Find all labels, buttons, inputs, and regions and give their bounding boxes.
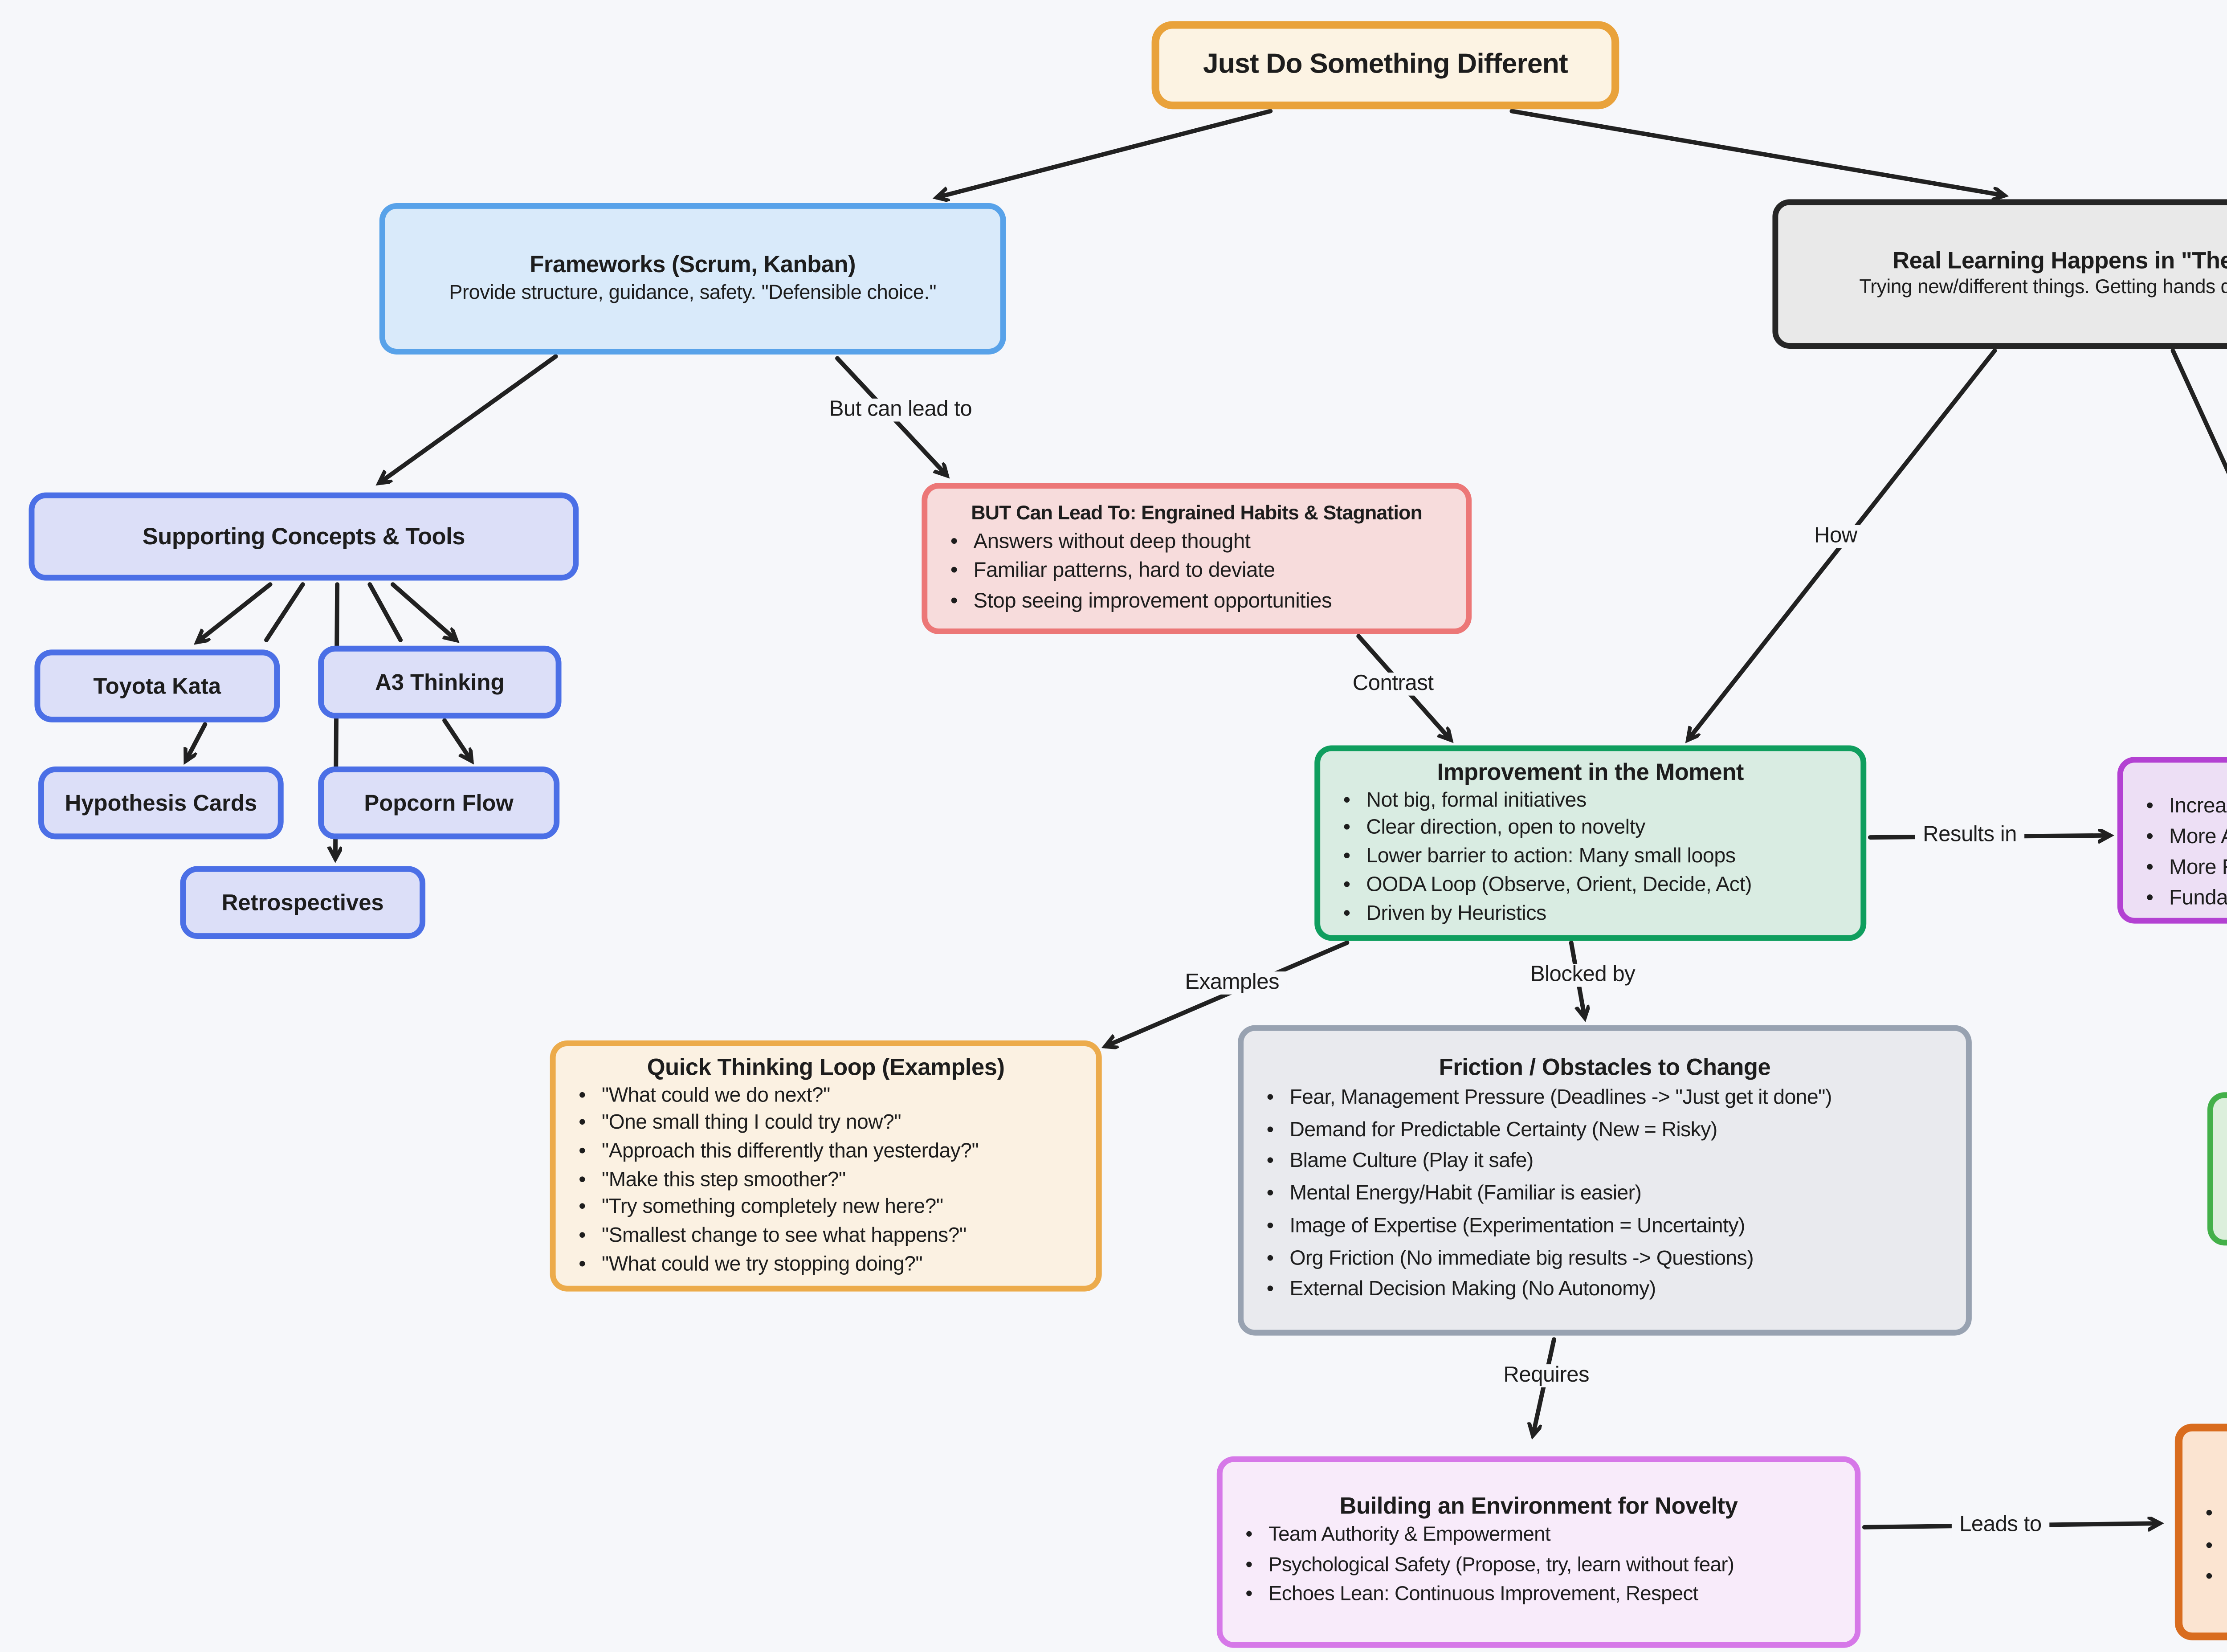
node-title: Quick Thinking Loop (Examples) bbox=[647, 1053, 1005, 1080]
node-bullets: Even successful, don't stagnate Failures… bbox=[2213, 1139, 2227, 1227]
edge-label-examples: Examples bbox=[1177, 971, 1287, 995]
bullet-item: Team Authority & Empowerment bbox=[1223, 1522, 1855, 1552]
node-novelty-environment[interactable]: Building an Environment for Novelty Team… bbox=[1216, 1456, 1861, 1648]
edge-a3-popcorn-flow bbox=[442, 718, 471, 761]
bullet-item: Clear direction, open to novelty bbox=[1320, 815, 1860, 844]
node-label: Hypothesis Cards bbox=[65, 789, 257, 816]
node-subtitle: Trying new/different things. Getting han… bbox=[1859, 277, 2227, 298]
node-root[interactable]: Just Do Something Different bbox=[1151, 21, 1619, 110]
bullet-item: "Approach this differently than yesterda… bbox=[556, 1138, 1096, 1166]
bullet-item: External Decision Making (No Autonomy) bbox=[1244, 1275, 1966, 1307]
bullet-item: "Smallest change to see what happens?" bbox=[556, 1223, 1096, 1251]
bullet-item: "What could we try stopping doing?" bbox=[556, 1251, 1096, 1279]
node-bullets: Real learning/adaptability via small, di… bbox=[2182, 1499, 2227, 1594]
node-stagnation[interactable]: BUT Can Lead To: Engrained Habits & Stag… bbox=[922, 483, 1472, 634]
bullet-item: "What could we do next?" bbox=[556, 1082, 1096, 1110]
bullet-item: Build Intuitive Understanding & Adaptabi… bbox=[2213, 1198, 2227, 1227]
node-title: Real Learning Happens in "The Doing" bbox=[1893, 246, 2227, 273]
node-bullets: Increased Speed of Learning More Adaptab… bbox=[2123, 794, 2227, 915]
node-bullets: Fear, Management Pressure (Deadlines -> … bbox=[1244, 1082, 1966, 1307]
bullet-item: Driven by Heuristics bbox=[1320, 900, 1860, 929]
node-frameworks[interactable]: Frameworks (Scrum, Kanban) Provide struc… bbox=[379, 203, 1006, 355]
node-improvement[interactable]: Improvement in the Moment Not big, forma… bbox=[1314, 745, 1867, 941]
bullet-item: Increased Speed of Learning bbox=[2123, 794, 2227, 824]
bullet-item: Even successful, don't stagnate bbox=[2213, 1139, 2227, 1168]
bullet-item: OODA Loop (Observe, Orient, Decide, Act) bbox=[1320, 872, 1860, 900]
bullet-item: More Adaptable Team bbox=[2123, 824, 2227, 855]
node-title: Supporting Concepts & Tools bbox=[142, 522, 465, 549]
bullet-item: "Try something completely new here?" bbox=[556, 1195, 1096, 1223]
node-conclusion[interactable]: Conclusion: Just Start Doing Things Diff… bbox=[2174, 1424, 2227, 1640]
node-toyota-kata[interactable]: Toyota Kata bbox=[34, 649, 280, 722]
bullet-item: Org Friction (No immediate big results -… bbox=[1244, 1243, 1966, 1275]
node-a3-thinking[interactable]: A3 Thinking bbox=[318, 645, 562, 719]
node-bullets: Not big, formal initiatives Clear direct… bbox=[1320, 787, 1860, 928]
node-title: Frameworks (Scrum, Kanban) bbox=[530, 251, 856, 278]
edge-label-how: How bbox=[1806, 525, 1865, 548]
bullet-item: Answers without deep thought bbox=[927, 528, 1466, 558]
node-bullets: Team Authority & Empowerment Psychologic… bbox=[1223, 1522, 1855, 1611]
edge-label-but-can-lead-to: But can lead to bbox=[821, 398, 980, 422]
bullet-item: Familiar patterns, hard to deviate bbox=[927, 558, 1466, 588]
node-title: Building an Environment for Novelty bbox=[1339, 1493, 1738, 1520]
bullet-item: More Resilient bbox=[2123, 855, 2227, 885]
bullet-item: Real learning/adaptability via small, di… bbox=[2182, 1499, 2227, 1530]
edge-supporting-toyota-kata bbox=[197, 582, 273, 642]
bullet-item: Mental Energy/Habit (Familiar is easier) bbox=[1244, 1179, 1966, 1211]
node-subtitle: Provide structure, guidance, safety. "De… bbox=[449, 281, 937, 305]
bullet-item: Stop seeing improvement opportunities bbox=[927, 588, 1466, 618]
bullet-item: Image of Expertise (Experimentation = Un… bbox=[1244, 1211, 1966, 1243]
node-root-label: Just Do Something Different bbox=[1203, 49, 1568, 81]
bullet-item: Fear, Management Pressure (Deadlines -> … bbox=[1244, 1082, 1966, 1114]
node-title: Continuous Payoff / Benefits bbox=[2123, 765, 2227, 794]
node-title: Conclusion: Just Start Doing Things Diff… bbox=[2182, 1470, 2227, 1499]
node-popcorn-flow[interactable]: Popcorn Flow bbox=[318, 766, 560, 840]
edge-supporting-a3-2 bbox=[367, 582, 403, 642]
bullet-item: Echoes Lean: Continuous Improvement, Res… bbox=[1223, 1581, 1855, 1611]
bullet-item: Not big, formal initiatives bbox=[1320, 787, 1860, 815]
node-label: Retrospectives bbox=[221, 889, 384, 916]
node-friction[interactable]: Friction / Obstacles to Change Fear, Man… bbox=[1238, 1025, 1972, 1336]
node-quick-thinking-loop[interactable]: Quick Thinking Loop (Examples) "What cou… bbox=[550, 1040, 1102, 1292]
node-label: Popcorn Flow bbox=[364, 789, 514, 816]
edge-label-results-in: Results in bbox=[1915, 824, 2025, 847]
bullet-item: Lower barrier to action: Many small loop… bbox=[1320, 843, 1860, 872]
bullet-item: Fundamental shift in how work happens bbox=[2123, 885, 2227, 915]
bullet-item: Beyond frameworks: Experimentation, Psyc… bbox=[2182, 1530, 2227, 1562]
node-bullets: Answers without deep thought Familiar pa… bbox=[927, 528, 1466, 617]
edge-label-requires: Requires bbox=[1496, 1364, 1597, 1387]
bullet-item: Psychological Safety (Propose, try, lear… bbox=[1223, 1552, 1855, 1582]
node-bullets: "What could we do next?" "One small thin… bbox=[556, 1082, 1096, 1279]
node-embracing-failure[interactable]: Embracing Failure & Constant Improvement… bbox=[2207, 1092, 2227, 1246]
node-label: Toyota Kata bbox=[93, 673, 221, 700]
node-title: Embracing Failure & Constant Improvement bbox=[2213, 1111, 2227, 1140]
node-label: A3 Thinking bbox=[375, 669, 505, 696]
edge-supporting-toyota-kata-2 bbox=[264, 582, 305, 642]
edge-root-real-learning bbox=[1509, 109, 2004, 196]
bullet-item: Demand for Predictable Certainty (New = … bbox=[1244, 1114, 1966, 1146]
node-supporting-concepts[interactable]: Supporting Concepts & Tools bbox=[29, 492, 579, 581]
bullet-item: Blame Culture (Play it safe) bbox=[1244, 1146, 1966, 1179]
node-payoff[interactable]: Continuous Payoff / Benefits Increased S… bbox=[2117, 757, 2227, 924]
edge-label-leads-to-bottom: Leads to bbox=[1951, 1513, 2049, 1537]
bullet-item: "One small thing I could try now?" bbox=[556, 1110, 1096, 1138]
edge-toyota-hypothesis-cards bbox=[186, 722, 208, 761]
edge-frameworks-supporting bbox=[379, 354, 558, 483]
node-retrospectives[interactable]: Retrospectives bbox=[180, 866, 426, 939]
edge-real-payoff bbox=[2170, 348, 2227, 475]
bullet-item: Reduce friction, embrace novelty -> Spee… bbox=[2182, 1562, 2227, 1594]
node-title: Friction / Obstacles to Change bbox=[1439, 1053, 1771, 1081]
node-real-learning[interactable]: Real Learning Happens in "The Doing" Try… bbox=[1772, 199, 2227, 349]
edge-supporting-a3-thinking bbox=[390, 582, 456, 640]
bullet-item: Failures = Data Points, Experience bbox=[2213, 1169, 2227, 1198]
edge-label-contrast: Contrast bbox=[1345, 673, 1441, 696]
node-hypothesis-cards[interactable]: Hypothesis Cards bbox=[38, 766, 284, 840]
bullet-item: "Make this step smoother?" bbox=[556, 1166, 1096, 1194]
node-title: Improvement in the Moment bbox=[1437, 758, 1744, 785]
edge-label-blocked-by: Blocked by bbox=[1522, 963, 1643, 987]
node-title: BUT Can Lead To: Engrained Habits & Stag… bbox=[971, 503, 1423, 525]
edge-root-frameworks bbox=[937, 109, 1273, 198]
